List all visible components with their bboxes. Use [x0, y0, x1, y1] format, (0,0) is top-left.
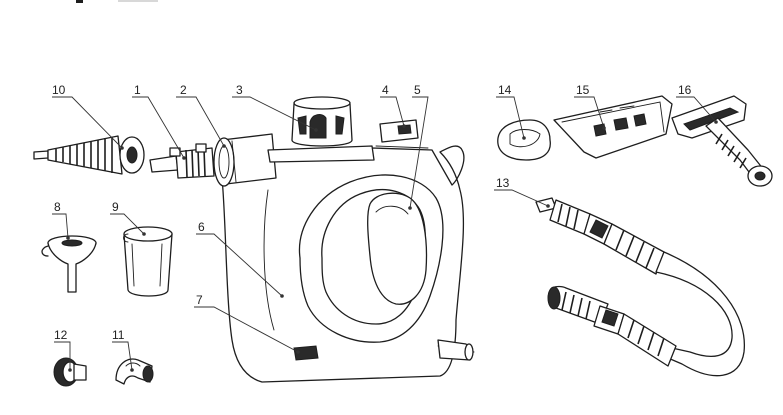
part-4-switch — [375, 119, 429, 149]
part-6-main-body — [221, 145, 475, 383]
callout-8: 8 — [54, 200, 61, 214]
callout-15: 15 — [576, 83, 590, 97]
part-16-brush-head — [671, 95, 773, 187]
part-2-front-collar — [213, 133, 277, 187]
callout-6: 6 — [198, 220, 205, 234]
part-15-window-squeegee — [553, 95, 673, 159]
callout-10: 10 — [52, 83, 66, 97]
part-9-measuring-cup — [123, 226, 173, 297]
callout-11: 11 — [112, 328, 125, 342]
callout-3: 3 — [236, 83, 243, 97]
callout-4: 4 — [382, 83, 389, 97]
callout-14: 14 — [498, 83, 512, 97]
cropped-header-fragment — [76, 0, 158, 3]
callout-7: 7 — [196, 293, 203, 307]
callout-leaders — [52, 96, 718, 372]
callout-5: 5 — [414, 83, 421, 97]
part-11-angled-nozzle — [115, 358, 154, 385]
part-13-extension-hose — [535, 197, 746, 377]
part-1-connector — [149, 143, 215, 179]
callout-numbers: 1 2 3 4 5 6 7 8 9 10 11 12 13 14 15 16 — [52, 83, 692, 342]
part-3-safety-cap — [267, 96, 375, 163]
callout-9: 9 — [112, 200, 119, 214]
part-12-round-brush — [53, 357, 87, 387]
callout-2: 2 — [180, 83, 187, 97]
callout-13: 13 — [496, 176, 510, 190]
callout-16: 16 — [678, 83, 692, 97]
part-8-funnel — [41, 235, 97, 293]
part-10-jet-nozzle — [33, 135, 145, 175]
callout-1: 1 — [134, 83, 141, 97]
part-14-cloth-cover — [497, 119, 551, 161]
callout-12: 12 — [54, 328, 68, 342]
